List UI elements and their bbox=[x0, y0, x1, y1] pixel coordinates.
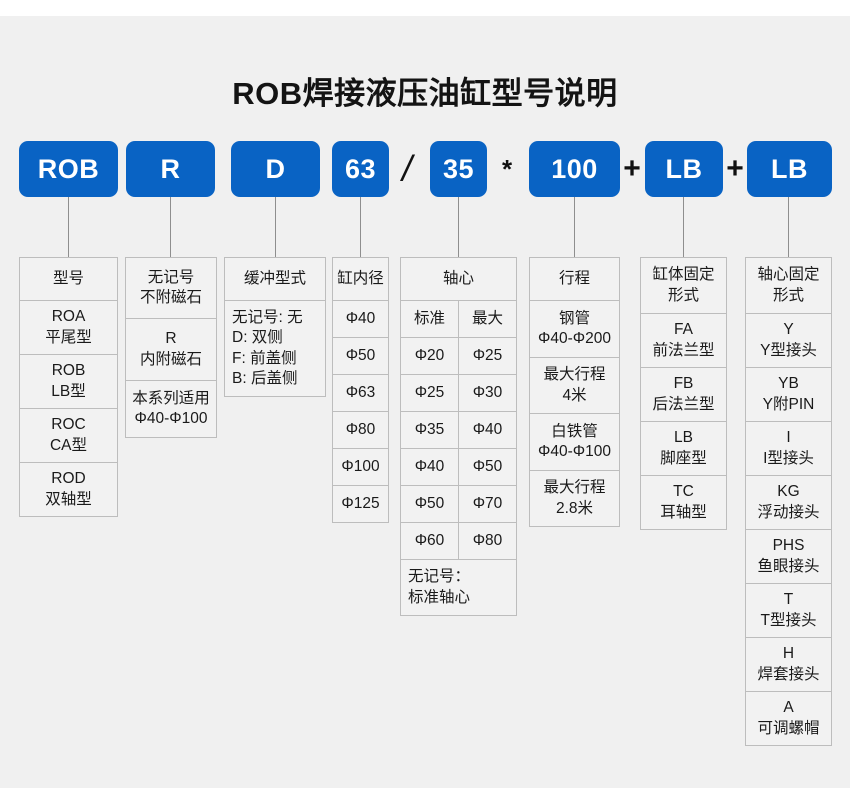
shaft-max-5: Φ70 bbox=[458, 485, 517, 523]
connector-line-model bbox=[68, 197, 69, 257]
column-header-rod-mount: 轴心固定 形式 bbox=[745, 257, 832, 314]
cell-cyl-mount-lb: LB 脚座型 bbox=[640, 421, 727, 476]
cell-model-rod: ROD 双轴型 bbox=[19, 462, 118, 517]
separator-slash: / bbox=[401, 148, 412, 189]
cell-model-roc: ROC CA型 bbox=[19, 408, 118, 463]
shaft-max-2: Φ30 bbox=[458, 374, 517, 412]
column-cushion: 缓冲型式 无记号: 无 D: 双侧 F: 前盖侧 B: 后盖侧 bbox=[224, 257, 326, 397]
connector-line-shaft bbox=[458, 197, 459, 257]
cell-bore-63: Φ63 bbox=[332, 374, 389, 412]
table-row: Φ35 Φ40 bbox=[400, 411, 517, 449]
cell-model-roa: ROA 平尾型 bbox=[19, 300, 118, 355]
shaft-subheader-max: 最大 bbox=[458, 300, 517, 338]
shaft-standard-5: Φ50 bbox=[400, 485, 459, 523]
shaft-standard-4: Φ40 bbox=[400, 448, 459, 486]
table-row: Φ60 Φ80 bbox=[400, 522, 517, 560]
code-chip-magnet[interactable]: R bbox=[126, 141, 215, 197]
column-header-model: 型号 bbox=[19, 257, 118, 301]
model-code-row: ROB R D 63 / 35 * 100 + LB + LB bbox=[0, 141, 850, 203]
column-stroke: 行程 钢管 Φ40-Φ200 最大行程 4米 白铁管 Φ40-Φ100 最大行程… bbox=[529, 257, 620, 527]
code-chip-stroke[interactable]: 100 bbox=[529, 141, 620, 197]
separator-star: * bbox=[501, 153, 513, 184]
connector-line-magnet bbox=[170, 197, 171, 257]
cell-cushion-options: 无记号: 无 D: 双侧 F: 前盖侧 B: 后盖侧 bbox=[224, 300, 326, 397]
cell-rod-mount-phs: PHS 鱼眼接头 bbox=[745, 529, 832, 584]
connector-line-bore bbox=[360, 197, 361, 257]
connector-line-rod-mount bbox=[788, 197, 789, 257]
column-header-shaft: 轴心 bbox=[400, 257, 517, 301]
column-header-magnet: 无记号 不附磁石 bbox=[125, 257, 217, 319]
cell-stroke-steel-pipe: 钢管 Φ40-Φ200 bbox=[529, 300, 620, 358]
cell-bore-80: Φ80 bbox=[332, 411, 389, 449]
cell-cyl-mount-fa: FA 前法兰型 bbox=[640, 313, 727, 368]
column-cylinder-mount: 缸体固定 形式 FA 前法兰型 FB 后法兰型 LB 脚座型 TC 耳轴型 bbox=[640, 257, 727, 530]
connector-line-cyl-mount bbox=[683, 197, 684, 257]
cell-bore-40: Φ40 bbox=[332, 300, 389, 338]
code-chip-cushion[interactable]: D bbox=[231, 141, 320, 197]
cell-bore-125: Φ125 bbox=[332, 485, 389, 523]
table-row: Φ50 Φ70 bbox=[400, 485, 517, 523]
cell-shaft-default-note: 无记号： 标准轴心 bbox=[400, 559, 517, 616]
table-row: Φ25 Φ30 bbox=[400, 374, 517, 412]
cell-rod-mount-i: I I型接头 bbox=[745, 421, 832, 476]
cell-magnet-range: 本系列适用 Φ40-Φ100 bbox=[125, 380, 217, 438]
cell-rod-mount-yb: YB Y附PIN bbox=[745, 367, 832, 422]
diagram-canvas: ROB焊接液压油缸型号说明 ROB R D 63 / 35 * 100 + LB… bbox=[0, 16, 850, 788]
shaft-standard-6: Φ60 bbox=[400, 522, 459, 560]
shaft-standard-3: Φ35 bbox=[400, 411, 459, 449]
cell-rod-mount-kg: KG 浮动接头 bbox=[745, 475, 832, 530]
column-shaft: 轴心 标准 最大 Φ20 Φ25 Φ25 Φ30 Φ35 Φ40 Φ40 Φ50… bbox=[400, 257, 517, 616]
separator-plus-1: + bbox=[623, 152, 641, 185]
shaft-max-1: Φ25 bbox=[458, 337, 517, 375]
cell-stroke-max-4m: 最大行程 4米 bbox=[529, 357, 620, 414]
cell-stroke-galv-pipe: 白铁管 Φ40-Φ100 bbox=[529, 413, 620, 471]
connector-line-stroke bbox=[574, 197, 575, 257]
column-header-cushion: 缓冲型式 bbox=[224, 257, 326, 301]
cell-bore-50: Φ50 bbox=[332, 337, 389, 375]
separator-plus-2: + bbox=[726, 152, 744, 185]
cell-rod-mount-a: A 可调螺帽 bbox=[745, 691, 832, 746]
column-header-cylinder-mount: 缸体固定 形式 bbox=[640, 257, 727, 314]
cell-rod-mount-y: Y Y型接头 bbox=[745, 313, 832, 368]
column-header-bore: 缸内径 bbox=[332, 257, 389, 301]
code-chip-bore[interactable]: 63 bbox=[332, 141, 389, 197]
cell-bore-100: Φ100 bbox=[332, 448, 389, 486]
column-model: 型号 ROA 平尾型 ROB LB型 ROC CA型 ROD 双轴型 bbox=[19, 257, 118, 517]
column-bore: 缸内径 Φ40 Φ50 Φ63 Φ80 Φ100 Φ125 bbox=[332, 257, 389, 523]
cell-cyl-mount-fb: FB 后法兰型 bbox=[640, 367, 727, 422]
shaft-standard-1: Φ20 bbox=[400, 337, 459, 375]
connector-line-cushion bbox=[275, 197, 276, 257]
shaft-subheader-standard: 标准 bbox=[400, 300, 459, 338]
table-row: Φ40 Φ50 bbox=[400, 448, 517, 486]
shaft-max-6: Φ80 bbox=[458, 522, 517, 560]
cell-stroke-max-28m: 最大行程 2.8米 bbox=[529, 470, 620, 527]
code-chip-cyl-mount[interactable]: LB bbox=[645, 141, 723, 197]
shaft-standard-2: Φ25 bbox=[400, 374, 459, 412]
code-chip-model[interactable]: ROB bbox=[19, 141, 118, 197]
table-row: Φ20 Φ25 bbox=[400, 337, 517, 375]
code-chip-rod-mount[interactable]: LB bbox=[747, 141, 832, 197]
cell-cyl-mount-tc: TC 耳轴型 bbox=[640, 475, 727, 530]
column-header-stroke: 行程 bbox=[529, 257, 620, 301]
cell-rod-mount-h: H 焊套接头 bbox=[745, 637, 832, 692]
column-rod-mount: 轴心固定 形式 Y Y型接头 YB Y附PIN I I型接头 KG 浮动接头 P… bbox=[745, 257, 832, 746]
cell-rod-mount-t: T T型接头 bbox=[745, 583, 832, 638]
code-chip-shaft[interactable]: 35 bbox=[430, 141, 487, 197]
cell-model-rob: ROB LB型 bbox=[19, 354, 118, 409]
column-magnet: 无记号 不附磁石 R 内附磁石 本系列适用 Φ40-Φ100 bbox=[125, 257, 217, 438]
shaft-subheader-row: 标准 最大 bbox=[400, 300, 517, 338]
shaft-max-3: Φ40 bbox=[458, 411, 517, 449]
page-title: ROB焊接液压油缸型号说明 bbox=[232, 76, 618, 111]
shaft-max-4: Φ50 bbox=[458, 448, 517, 486]
cell-magnet-r: R 内附磁石 bbox=[125, 318, 217, 381]
